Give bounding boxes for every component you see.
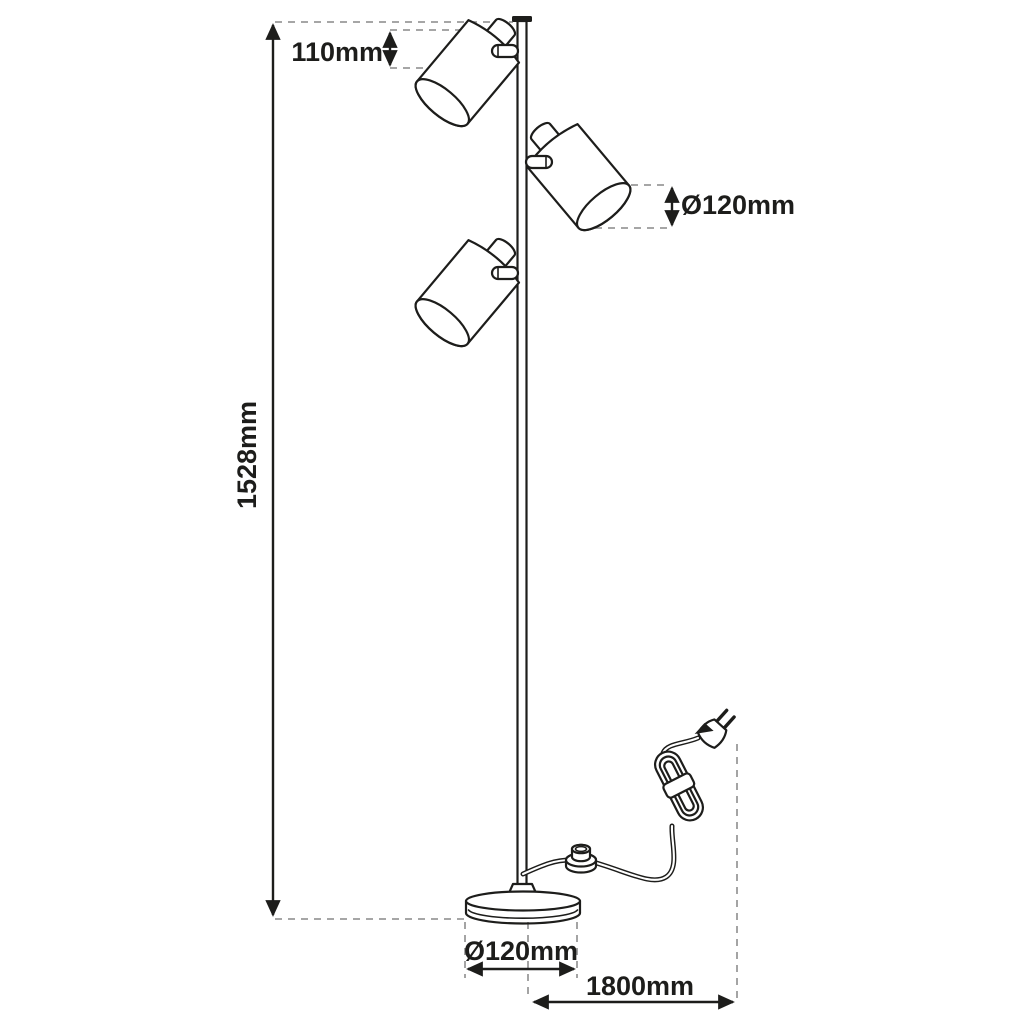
pole-body	[516, 19, 528, 895]
dimension-total-height: 1528mm	[232, 23, 281, 917]
cord-segment-3-inner	[661, 736, 700, 755]
lamp-head-top	[407, 1, 535, 135]
total-height-label: 1528mm	[232, 401, 262, 509]
cord-segment-2	[590, 823, 677, 883]
lamp-pole	[512, 16, 532, 895]
lamp-head-bottom	[407, 221, 535, 355]
coil-tie-band	[662, 772, 696, 799]
plug-prong-right	[723, 715, 736, 730]
lamp-shade-middle	[511, 105, 639, 239]
plug-cord-boot	[694, 722, 714, 734]
pole-top-cap	[512, 16, 532, 22]
mount-peg-top	[490, 43, 520, 59]
dimension-head-height: 110mm	[291, 31, 398, 67]
cable-length-label: 1800mm	[586, 971, 694, 1001]
base-bottom-rim	[467, 909, 579, 920]
shade-diameter-label: Ø120mm	[681, 190, 795, 220]
base-diameter-label: Ø120mm	[464, 936, 578, 966]
cord-segment-2-inner	[591, 824, 675, 881]
base-bottom-edge	[464, 911, 582, 925]
switch-button	[574, 845, 588, 853]
mount-peg-middle	[524, 154, 554, 170]
head-height-label: 110mm	[291, 37, 383, 67]
plug-prong-left	[715, 708, 729, 723]
lamp-shade-bottom	[407, 221, 535, 355]
dimension-shade-diameter: Ø120mm	[664, 186, 795, 227]
foot-switch	[564, 843, 598, 874]
cable-coil	[654, 750, 704, 822]
dimension-base-diameter: Ø120mm	[464, 936, 578, 977]
dimension-cable-length: 1800mm	[532, 971, 735, 1010]
lamp-base	[464, 882, 582, 925]
floor-lamp	[407, 1, 736, 925]
extension-lines	[275, 21, 738, 1000]
base-top	[464, 890, 582, 912]
power-plug	[694, 708, 736, 749]
lamp-shade-top	[407, 1, 535, 135]
mount-peg-bottom	[490, 265, 520, 281]
lamp-head-middle	[511, 105, 639, 239]
plug-body	[697, 718, 728, 749]
